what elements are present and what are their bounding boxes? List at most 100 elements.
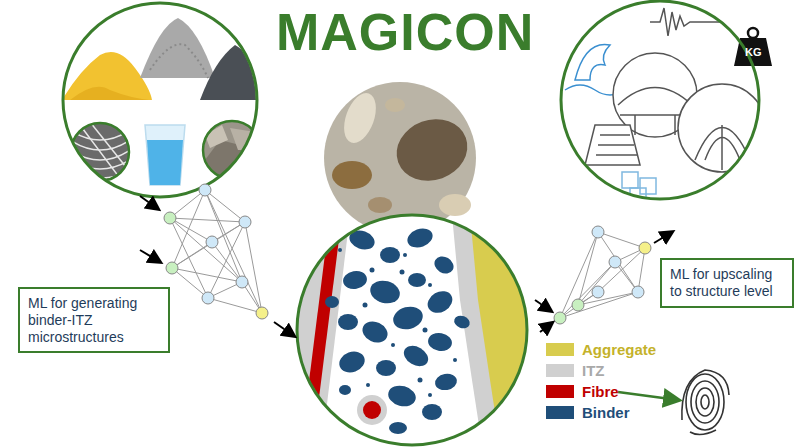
illustration-part xyxy=(650,8,720,36)
illustration-part xyxy=(236,276,248,288)
legend-row: Aggregate xyxy=(546,341,656,358)
materials-circle xyxy=(62,3,262,197)
legend-text: Aggregate xyxy=(582,341,656,358)
illustration-part xyxy=(342,269,369,291)
box-text: ML for generating binder-ITZ microstruct… xyxy=(28,295,160,345)
illustration-part xyxy=(540,323,552,332)
illustration-part xyxy=(199,184,211,196)
illustration-part xyxy=(453,358,457,362)
illustration-part xyxy=(359,317,391,346)
illustration-part xyxy=(535,300,551,311)
illustration-part xyxy=(439,194,471,216)
illustration-part xyxy=(332,161,372,189)
illustration-part xyxy=(431,253,456,277)
illustration-part xyxy=(560,232,645,318)
illustration-part xyxy=(640,178,656,194)
illustration-part xyxy=(363,303,368,308)
illustration-part xyxy=(609,256,621,268)
illustration-part xyxy=(592,226,604,238)
neural-network xyxy=(535,226,672,332)
illustration-part xyxy=(140,250,160,262)
illustration-part xyxy=(592,286,604,298)
ml-box: ML for upscaling to structure level xyxy=(660,258,794,308)
illustration-part xyxy=(418,378,423,383)
illustration-part xyxy=(686,374,724,430)
legend-text: Binder xyxy=(582,404,630,421)
illustration-part xyxy=(70,87,150,100)
illustration-part xyxy=(428,283,432,287)
legend-swatch xyxy=(546,385,574,398)
illustration-part xyxy=(339,385,351,395)
illustration-part xyxy=(535,232,672,332)
illustration-part xyxy=(338,89,382,147)
illustration-part xyxy=(338,248,342,252)
illustration-part xyxy=(428,393,432,397)
illustration-part xyxy=(389,422,407,434)
illustration-part xyxy=(388,109,476,190)
illustration-part xyxy=(714,174,742,202)
legend-text: ITZ xyxy=(582,362,605,379)
illustration-part xyxy=(366,383,370,387)
illustration-part xyxy=(368,277,403,306)
illustration-part xyxy=(336,348,367,376)
illustration-part xyxy=(554,312,566,324)
illustration-part xyxy=(400,270,405,275)
illustration-part xyxy=(678,84,766,172)
illustration-part xyxy=(338,314,358,330)
illustration-part xyxy=(70,140,130,150)
illustration-part xyxy=(376,360,396,376)
illustration-part xyxy=(618,88,692,106)
illustration-part xyxy=(363,401,381,419)
illustration-part xyxy=(166,262,178,274)
illustration-part xyxy=(385,98,405,112)
illustration-part xyxy=(596,135,637,155)
illustration-part xyxy=(62,18,262,185)
legend-row: ITZ xyxy=(546,362,605,379)
illustration-part xyxy=(274,322,294,336)
illustration-part xyxy=(701,395,709,409)
illustration-part xyxy=(682,370,729,420)
illustration-part xyxy=(147,140,183,185)
illustration-part xyxy=(572,299,584,311)
illustration-part xyxy=(408,273,426,287)
fingerprint xyxy=(682,370,729,435)
illustration-part xyxy=(654,232,672,243)
concrete-photo xyxy=(324,82,476,234)
illustration-part xyxy=(370,268,375,273)
illustration-part xyxy=(256,307,268,319)
illustration-part xyxy=(423,328,428,333)
illustration-part xyxy=(427,331,454,353)
illustration-part xyxy=(325,296,339,308)
illustration-part xyxy=(598,232,645,292)
illustration-part xyxy=(62,52,152,100)
illustration-part xyxy=(391,303,426,332)
illustration-part xyxy=(140,18,215,78)
illustration-part xyxy=(150,44,208,78)
illustration-part xyxy=(690,430,716,435)
illustration-part xyxy=(622,172,638,188)
illustration-part xyxy=(90,122,130,172)
illustration-part xyxy=(324,82,476,234)
illustration-part xyxy=(164,184,268,319)
illustration-part xyxy=(206,236,218,248)
illustration-part xyxy=(325,225,472,434)
legend-text: Fibre xyxy=(582,383,619,400)
illustration-part xyxy=(391,343,395,347)
illustration-part xyxy=(386,383,418,410)
illustration-part xyxy=(575,44,610,80)
applications-circle xyxy=(561,1,784,202)
illustration-part xyxy=(170,190,245,298)
legend-swatch xyxy=(546,364,574,377)
illustration-part xyxy=(635,115,675,135)
illustration-part xyxy=(164,212,176,224)
illustration-part xyxy=(380,247,400,263)
illustration-part xyxy=(639,242,651,254)
legend-row: Fibre xyxy=(546,383,619,400)
illustration-part xyxy=(357,395,387,425)
illustration-part xyxy=(565,8,784,202)
weight-label: KG xyxy=(745,46,762,58)
illustration-part xyxy=(470,215,540,445)
ml-box: ML for generating binder-ITZ microstruct… xyxy=(18,287,170,353)
illustration-part xyxy=(297,215,527,445)
diagram-title: MAGICON xyxy=(276,2,534,62)
